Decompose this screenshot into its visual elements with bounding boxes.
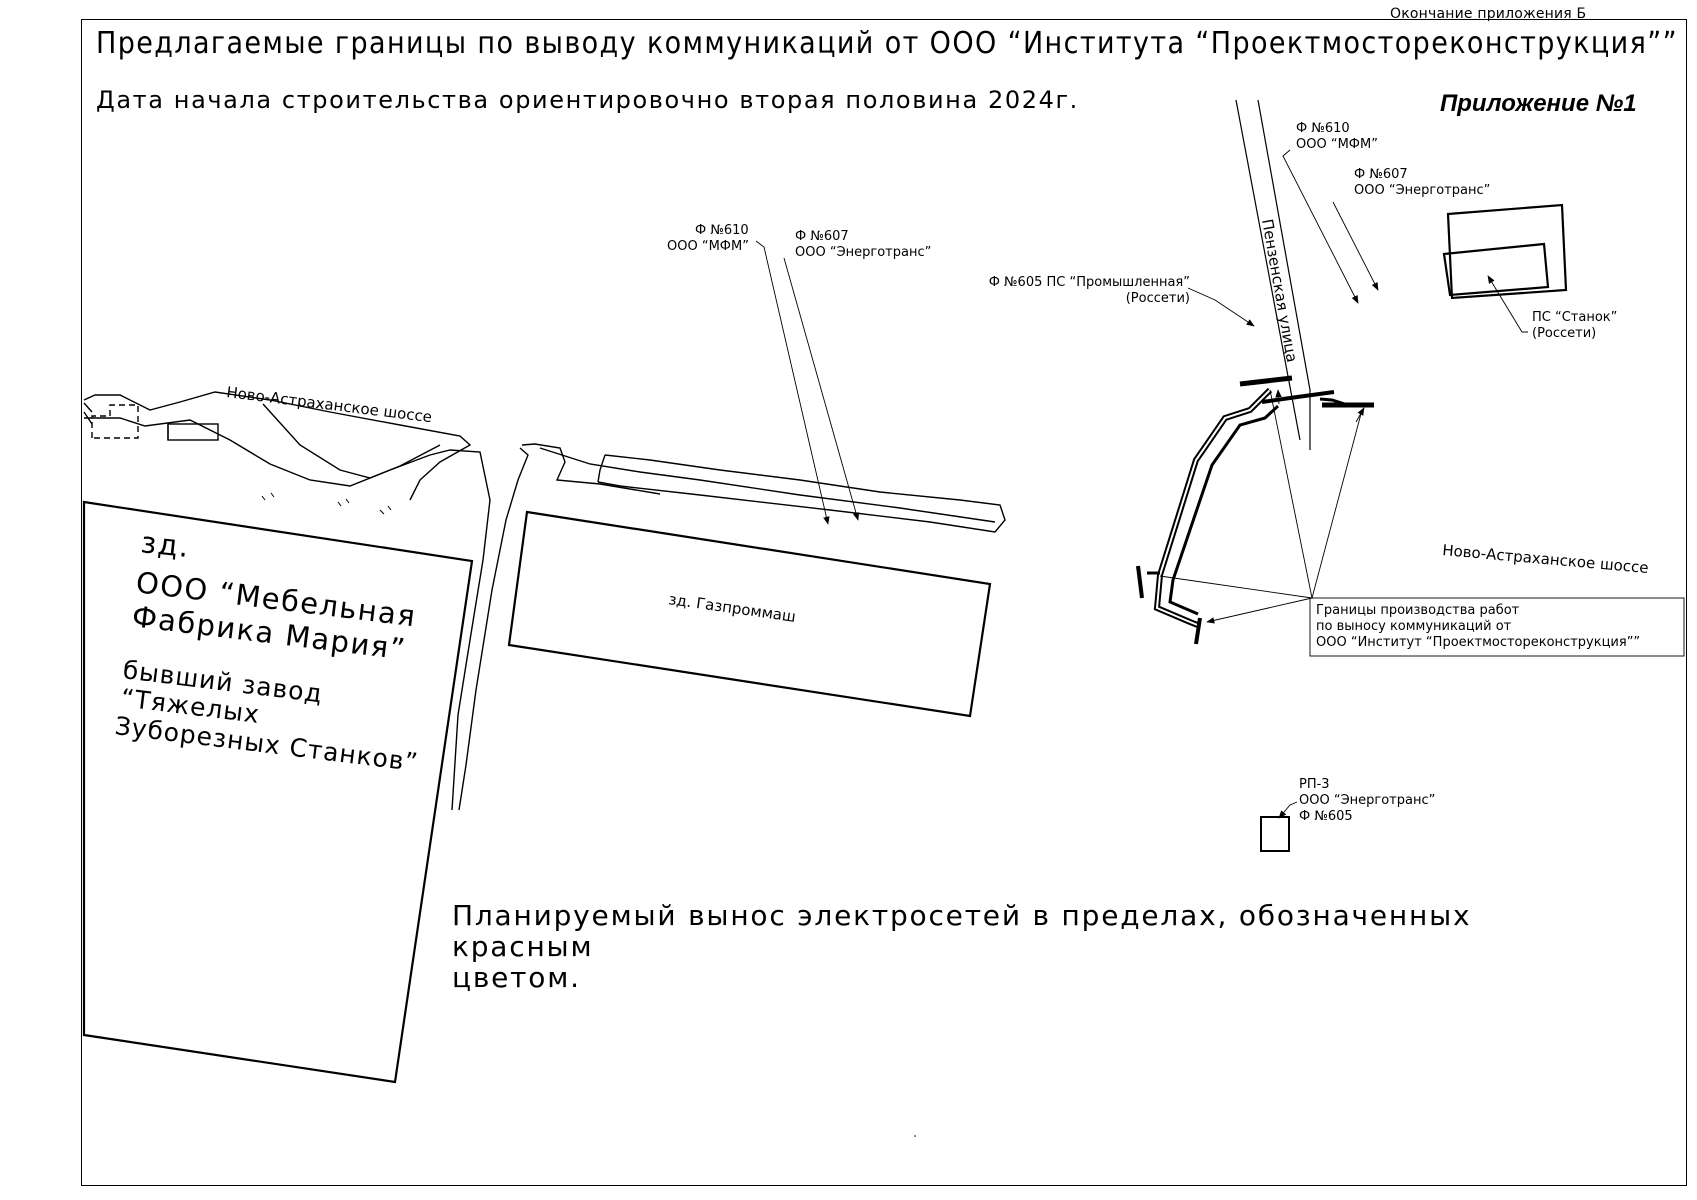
- corner-note: Окончание приложения Б: [1390, 6, 1587, 22]
- relocation-note: Планируемый вынос электросетей в предела…: [452, 900, 1602, 993]
- leader-lines: [755, 149, 1528, 819]
- building-gazprommash: [507, 510, 992, 718]
- relocation-note-line1: Планируемый вынос электросетей в предела…: [452, 899, 1472, 963]
- work-limits-line2: по выносу коммуникаций от: [1316, 619, 1512, 634]
- street-label-penzenskaya: Пензенская улица: [1258, 218, 1301, 364]
- rp3-line3: Ф №605: [1299, 809, 1353, 824]
- feeder-607-right-line2: ООО “Энерготранс”: [1354, 183, 1490, 198]
- building-mebel-line1: зд.: [139, 525, 191, 564]
- small-structures-left: [83, 402, 219, 441]
- work-limits-box: [1309, 597, 1685, 657]
- feeder-610-right-line1: Ф №610: [1296, 121, 1350, 136]
- feeder-610-right-line2: ООО “МФМ”: [1296, 137, 1378, 152]
- rp3-line1: РП-3: [1299, 777, 1330, 792]
- building-mebel-line6: Зуборезных Станков”: [113, 711, 420, 777]
- feeder-605-line2: (Россети): [1126, 291, 1190, 306]
- construction-date-note: Дата начала строительства ориентировочно…: [96, 86, 1079, 114]
- drawing-title: Предлагаемые границы по выводу коммуника…: [96, 26, 1678, 61]
- relocation-note-line2: цветом.: [452, 961, 581, 994]
- stray-dot: [914, 1135, 916, 1137]
- substation-line1: ПС “Станок”: [1532, 310, 1617, 325]
- feeder-607-left-line2: ООО “Энерготранс”: [795, 245, 931, 260]
- feeder-607-left-line1: Ф №607: [795, 229, 849, 244]
- work-limits-line3: ООО “Институт “Проектмостореконструкция”…: [1316, 635, 1640, 650]
- building-mebel-fabrika: [82, 500, 474, 1084]
- cable-route: [1136, 375, 1374, 645]
- road-novo-astrakhanskoe-left: [83, 391, 1006, 811]
- work-limits-lines: [1159, 389, 1365, 624]
- road-penzenskaya: [1235, 99, 1311, 450]
- road-label-novo-left: Ново-Астраханское шоссе: [226, 383, 433, 426]
- drawing-frame: [81, 19, 1687, 1186]
- road-ticks: [261, 492, 392, 515]
- rp3-line2: ООО “Энерготранс”: [1299, 793, 1435, 808]
- work-limits-line1: Границы производства работ: [1316, 603, 1520, 618]
- road-label-novo-right: Ново-Астраханское шоссе: [1442, 541, 1650, 577]
- feeder-607-right-line1: Ф №607: [1354, 167, 1408, 182]
- appendix-label: Приложение №1: [1440, 90, 1637, 117]
- building-gazprommash-label: зд. Газпроммаш: [667, 590, 797, 626]
- substation-line2: (Россети): [1532, 326, 1596, 341]
- feeder-610-left-line1: Ф №610: [695, 223, 749, 238]
- rp3-box: [1260, 816, 1290, 852]
- feeder-610-left-line2: ООО “МФМ”: [667, 239, 749, 254]
- substation-stanok: [1442, 203, 1568, 300]
- feeder-605-line1: Ф №605 ПС “Промышленная”: [989, 275, 1190, 290]
